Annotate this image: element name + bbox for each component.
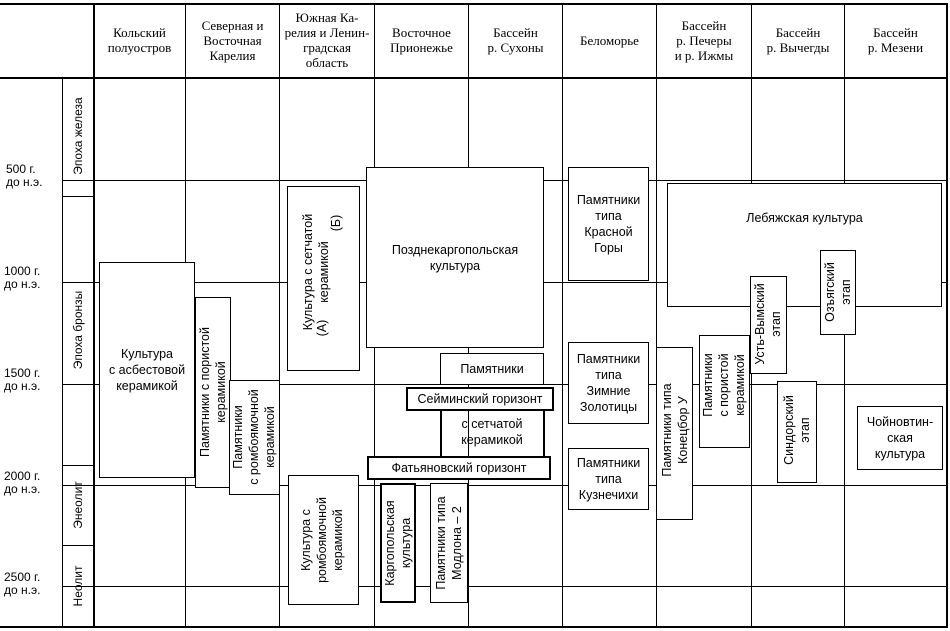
era-eneolithic: Энеолит xyxy=(71,481,85,529)
grid-row xyxy=(62,586,948,587)
culture-kargopol-label: Каргопольская культура xyxy=(383,500,413,586)
era-divider xyxy=(62,465,93,466)
culture-porous-karelia xyxy=(195,297,231,488)
connector-left xyxy=(440,411,442,456)
culture-porous-pechora-label: Памятники с пористой керамикой xyxy=(701,353,747,417)
time-tick: 2000 г. до н.э. xyxy=(4,469,41,496)
frame-bottom xyxy=(0,626,948,628)
culture-asbestos: Культура с асбестовой керамикой xyxy=(99,262,195,478)
culture-konetsbor-label: Памятники типа Конецбор У xyxy=(660,383,690,477)
culture-monuments: Памятники xyxy=(440,353,544,385)
header-sukhona: Бассейн р. Сухоны xyxy=(487,25,544,55)
culture-rhombic-karelia xyxy=(229,380,280,495)
culture-rhombic-south xyxy=(288,475,359,605)
culture-rhombic-south-label: Культура с ромбоямочной керамикой xyxy=(299,497,345,583)
era-iron: Эпоха железа xyxy=(71,97,85,175)
culture-porous-karelia-label: Памятники с пористой керамикой xyxy=(198,327,228,457)
header-pechora: Бассейн р. Печеры и р. Ижмы xyxy=(674,17,734,63)
culture-choinov: Чойновтин- ская культура xyxy=(857,406,943,470)
culture-porous-pechora xyxy=(699,335,750,448)
time-tick: 500 г. до н.э. xyxy=(6,162,43,189)
header-kola: Кольский полуостров xyxy=(107,25,172,55)
culture-ozyag xyxy=(820,250,856,335)
culture-red-hill: Памятники типа Красной Горы xyxy=(568,167,649,281)
frame-right xyxy=(946,3,948,627)
culture-ust-vym-label: Усть-Вымский этап xyxy=(753,283,783,365)
culture-ozyag-label: Озъягский этап xyxy=(823,262,853,322)
culture-kargopol xyxy=(380,483,416,603)
grid-col xyxy=(93,3,95,627)
culture-netted-a: (А) xyxy=(315,319,329,337)
era-bronze: Эпоха бронзы xyxy=(71,290,85,370)
culture-modlona-label: Памятники типа Модлона – 2 xyxy=(434,496,464,590)
culture-winter-gold: Памятники типа Зимние Золотицы xyxy=(568,342,649,424)
header-divider xyxy=(0,77,948,79)
header-south-karelia: Южная Ка- релия и Ленин- градская област… xyxy=(284,10,370,70)
header-north-karelia: Северная и Восточная Карелия xyxy=(201,17,264,63)
time-tick: 2500 г. до н.э. xyxy=(4,570,41,597)
header-east-onega: Восточное Прионежье xyxy=(390,25,453,55)
culture-sindor-label: Синдорский этап xyxy=(782,395,812,465)
culture-netted xyxy=(287,186,360,371)
culture-ust-vym xyxy=(750,276,787,374)
era-neolithic: Неолит xyxy=(71,565,85,607)
connector-right xyxy=(543,411,545,456)
culture-netted-small: с сетчатой керамикой xyxy=(461,417,523,447)
time-tick: 1000 г. до н.э. xyxy=(4,264,41,291)
header-mezen: Бассейн р. Мезени xyxy=(867,25,924,55)
culture-seima: Сейминский горизонт xyxy=(406,387,554,411)
culture-fatyanovo: Фатьяновский горизонт xyxy=(367,456,551,480)
era-divider xyxy=(62,545,93,546)
grid-col xyxy=(279,3,280,627)
culture-lebyazh: Лебяжская культура xyxy=(667,183,942,307)
grid-row xyxy=(62,485,948,486)
culture-rhombic-karelia-label: Памятники с ромбоямочной керамикой xyxy=(231,389,277,485)
culture-modlona xyxy=(430,483,468,603)
culture-konetsbor xyxy=(656,347,693,520)
frame-top xyxy=(0,3,948,5)
grid-col xyxy=(656,3,657,627)
culture-sindor xyxy=(777,381,817,483)
grid-col xyxy=(62,77,63,627)
header-vychegda: Бассейн р. Вычегды xyxy=(766,25,830,55)
grid-col xyxy=(562,3,563,627)
time-tick: 1500 г. до н.э. xyxy=(4,366,41,393)
era-divider xyxy=(62,196,93,197)
header-white-sea: Беломорье xyxy=(580,32,639,48)
culture-late-kargopol: Позднекаргопольская культура xyxy=(366,167,544,348)
culture-kuznechikha: Памятники типа Кузнечихи xyxy=(568,448,649,510)
culture-netted-b: (Б) xyxy=(329,214,343,232)
